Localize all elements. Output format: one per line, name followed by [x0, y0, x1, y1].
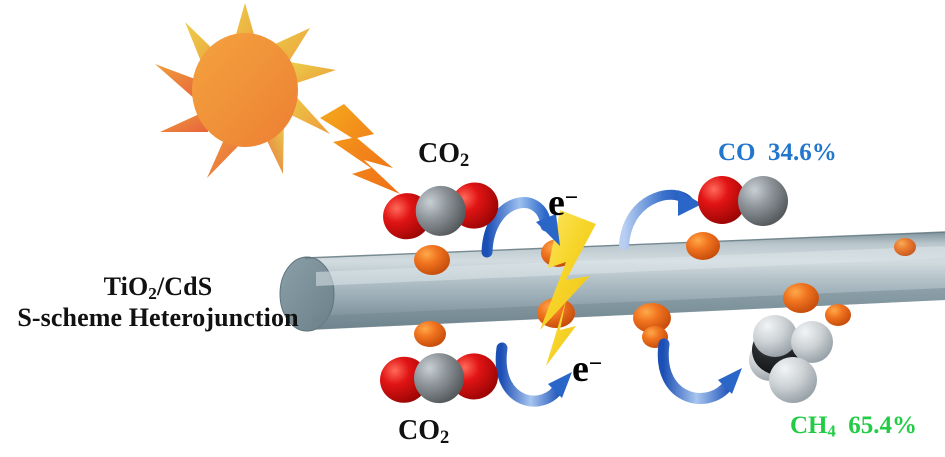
co2-bottom-label: CO2: [398, 415, 449, 448]
co-product-label: CO 34.6%: [718, 139, 837, 167]
ch4-product-name: CH: [790, 412, 828, 439]
electron-transfer-arrow-icon: [657, 338, 742, 404]
electron-transfer-arrow-icon: [481, 197, 560, 258]
electron-label-bottom: e−: [572, 348, 602, 391]
catalyst-formula-main: TiO: [103, 272, 149, 301]
electron-top-charge: −: [564, 185, 579, 212]
electron-top-symbol: e: [548, 182, 565, 224]
catalyst-formula-tail: /CdS: [156, 272, 213, 301]
co2-bottom-text: CO: [398, 415, 440, 446]
co2-top-subscript: 2: [460, 150, 470, 171]
co2-top-label: CO2: [418, 138, 469, 171]
electron-transfer-arrow-icon: [495, 342, 572, 407]
co2-molecule-icon: [379, 353, 499, 404]
co2-molecule-icon: [383, 182, 499, 240]
electron-bottom-symbol: e: [572, 348, 589, 390]
catalyst-label: TiO2/CdS S-scheme Heterojunction: [8, 272, 308, 332]
ch4-product-subscript: 4: [827, 421, 836, 441]
electron-bottom-charge: −: [588, 351, 603, 378]
co2-bottom-subscript: 2: [440, 427, 450, 448]
catalyst-label-line1: TiO2/CdS: [8, 272, 308, 303]
catalyst-formula-sub: 2: [148, 283, 157, 303]
co-product-percentage: 34.6%: [768, 139, 837, 166]
electron-transfer-arrow-icon: [619, 189, 702, 250]
electron-label-top: e−: [548, 182, 578, 225]
co2-top-text: CO: [418, 138, 460, 169]
ch4-product-percentage: 65.4%: [848, 412, 917, 439]
sun-icon: [155, 3, 336, 178]
cds-quantum-dot-icon: [414, 232, 916, 348]
ch4-molecule-icon: [749, 315, 833, 403]
co-product-name: CO: [718, 139, 756, 166]
light-ray-bolt-icon: [320, 104, 400, 194]
co-molecule-icon: [698, 176, 788, 226]
catalyst-label-line2: S-scheme Heterojunction: [17, 302, 299, 332]
ch4-product-label: CH4 65.4%: [790, 412, 917, 441]
